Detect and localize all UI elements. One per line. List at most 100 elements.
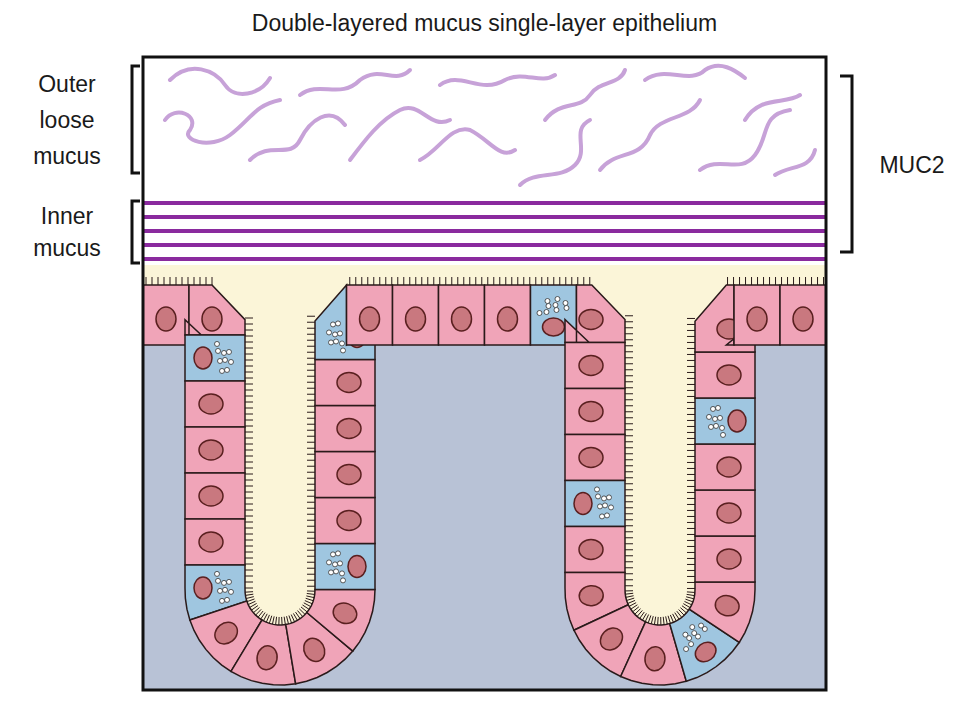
mucin-granule xyxy=(227,349,232,354)
mucin-granule xyxy=(223,357,228,362)
mucin-granule xyxy=(553,303,558,308)
nucleus xyxy=(194,577,212,599)
nucleus xyxy=(717,457,741,477)
mucin-granule xyxy=(334,339,339,344)
mucin-granule xyxy=(340,341,345,346)
mucin-granule xyxy=(607,495,612,500)
enterocyte xyxy=(185,519,245,565)
mucin-granule xyxy=(564,306,569,311)
mucin-granule xyxy=(544,310,549,315)
enterocyte xyxy=(185,427,245,473)
nucleus xyxy=(574,492,592,514)
nucleus xyxy=(156,307,176,331)
outer-loose-mucus xyxy=(165,66,815,185)
nucleus xyxy=(211,618,242,649)
mucin-granule xyxy=(229,359,234,364)
mucin-granule xyxy=(692,631,697,636)
epithelium-centerline xyxy=(143,315,826,655)
nucleus xyxy=(348,555,366,577)
mucin-granule xyxy=(327,560,332,565)
enterocyte xyxy=(347,285,393,345)
nucleus xyxy=(747,307,767,331)
nucleus xyxy=(717,549,741,569)
mucin-granule xyxy=(713,416,718,421)
mucin-granule xyxy=(595,487,600,492)
nucleus xyxy=(713,593,741,618)
goblet-cell xyxy=(185,335,245,381)
mucin-granule xyxy=(220,598,225,603)
mucin-granule xyxy=(215,571,220,576)
enterocyte xyxy=(565,434,625,480)
mucin-granule xyxy=(338,331,343,336)
mucin-granule xyxy=(225,597,230,602)
mucin-granule xyxy=(215,341,220,346)
inner-mucus-layer xyxy=(143,203,826,259)
mucin-granule xyxy=(227,579,232,584)
mucin-granule xyxy=(327,330,332,335)
enterocyte xyxy=(439,285,485,345)
brackets xyxy=(132,66,852,263)
nucleus xyxy=(199,440,223,460)
nucleus xyxy=(596,623,627,654)
mucin-granule xyxy=(333,562,338,567)
mucin-granule xyxy=(218,358,223,363)
mucin-granule xyxy=(596,494,601,499)
mucin-granule xyxy=(223,587,228,592)
mucin-granule xyxy=(605,513,610,518)
enterocyte xyxy=(565,285,625,345)
mucin-granule xyxy=(329,570,334,575)
enterocyte xyxy=(695,352,755,398)
enterocyte xyxy=(565,388,625,434)
nucleus xyxy=(497,307,517,331)
mucin-granule xyxy=(707,414,712,419)
mucin-granule xyxy=(329,340,334,345)
mucin-granule xyxy=(554,308,559,313)
enterocyte xyxy=(695,444,755,490)
mucin-granule xyxy=(334,569,339,574)
nucleus xyxy=(644,646,666,671)
mucin-granule xyxy=(598,504,603,509)
nucleus xyxy=(199,486,223,506)
nucleus xyxy=(194,347,212,369)
enterocyte xyxy=(565,526,625,572)
enterocyte xyxy=(393,285,439,345)
mucin-granule xyxy=(690,625,695,630)
region-label: MUC2 xyxy=(858,150,966,180)
enterocyte xyxy=(485,285,531,345)
frame-border xyxy=(143,57,826,690)
mucin-granule xyxy=(216,578,221,583)
mucin-granule xyxy=(216,348,221,353)
goblet-cell xyxy=(695,398,755,444)
mucin-granule xyxy=(711,406,716,411)
mucin-granule xyxy=(683,632,688,637)
mucin-granule xyxy=(336,551,341,556)
lamina-propria xyxy=(143,265,826,690)
nucleus xyxy=(579,447,603,467)
mucin-granule xyxy=(602,496,607,501)
nucleus xyxy=(199,532,223,552)
mucin-granule xyxy=(222,580,227,585)
mucin-granule xyxy=(720,425,725,430)
mucin-granule xyxy=(709,424,714,429)
nucleus xyxy=(360,307,380,331)
enterocyte xyxy=(689,582,755,642)
mucin-granule xyxy=(718,415,723,420)
nucleus xyxy=(717,503,741,523)
goblet-cell xyxy=(315,543,375,589)
region-label: Outer loose mucus xyxy=(10,66,124,174)
enterocyte xyxy=(315,451,375,497)
enterocyte xyxy=(315,405,375,451)
mucin-granule xyxy=(555,297,560,302)
nucleus xyxy=(579,401,603,421)
mucin-granule xyxy=(603,503,608,508)
mucin-granule xyxy=(600,514,605,519)
mucin-granule xyxy=(341,348,346,353)
nucleus xyxy=(202,307,222,331)
enterocyte xyxy=(565,342,625,388)
mucin-granule xyxy=(220,368,225,373)
nucleus xyxy=(199,394,223,414)
mucin-granule xyxy=(331,322,336,327)
mucin-granule xyxy=(716,405,721,410)
mucin-granule xyxy=(218,588,223,593)
mucin-granule xyxy=(714,423,719,428)
